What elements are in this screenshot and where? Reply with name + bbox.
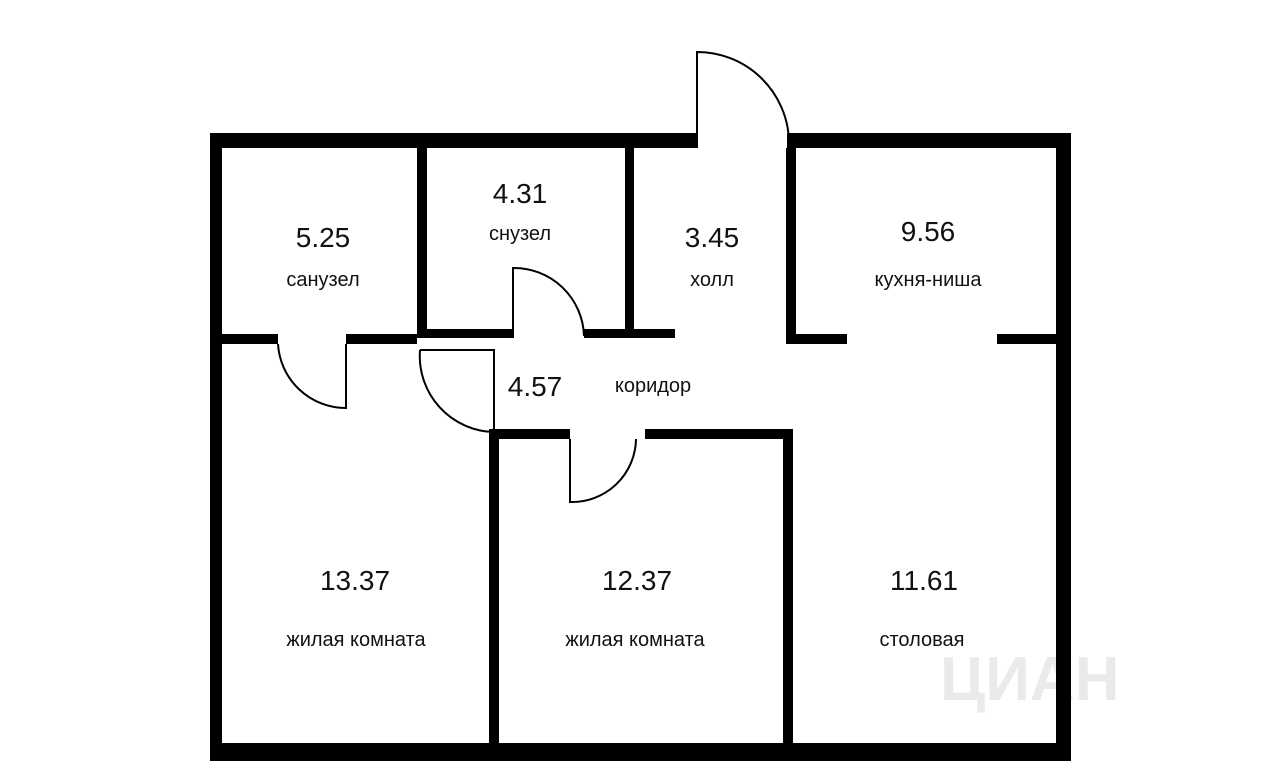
room-name: жилая комната (286, 629, 426, 651)
wall-h-room2-right (645, 429, 791, 439)
wall-room1-room2 (489, 429, 499, 743)
room-name: санузел (286, 269, 359, 291)
room-kitchen: 9.56 кухня-ниша (875, 216, 983, 291)
wall-h-sanuzel-left (222, 334, 278, 344)
wall-h-kitchen-left (786, 334, 847, 344)
room-area: 5.25 (296, 222, 351, 253)
room-area: 12.37 (602, 565, 672, 596)
room-area: 4.57 (508, 371, 563, 402)
room-living-2: 12.37 жилая комната (565, 565, 705, 651)
living-room-2-door (569, 438, 637, 504)
outer-wall-right (1056, 133, 1071, 761)
wall-h-kitchen-right (997, 334, 1056, 344)
room-living-1: 13.37 жилая комната (286, 565, 426, 651)
room-holl: 3.45 холл (685, 222, 740, 291)
room-area: 4.31 (493, 178, 548, 209)
room-name: кухня-ниша (875, 269, 983, 291)
interior-walls (222, 148, 1056, 743)
wall-h-room2-left (489, 429, 570, 439)
wall-sanuzel-snuzel (417, 148, 427, 338)
doors (277, 50, 790, 504)
entrance-door (696, 50, 790, 148)
snuzel-door (512, 266, 585, 338)
wall-snuzel-holl (625, 148, 634, 338)
room-name: столовая (880, 629, 965, 651)
room-name: жилая комната (565, 629, 705, 651)
room-area: 9.56 (901, 216, 956, 247)
outer-wall-left (210, 133, 222, 761)
watermark-logo: ЦИАН (940, 645, 1119, 714)
outer-walls (210, 133, 1071, 761)
room-sanuzel-1: 5.25 санузел (286, 222, 359, 291)
room-name: коридор (615, 375, 691, 397)
room-area: 13.37 (320, 565, 390, 596)
outer-wall-top-right (787, 133, 1071, 148)
outer-wall-bottom (210, 743, 1071, 761)
corridor-left-door (418, 349, 495, 434)
wall-room2-dining (783, 429, 793, 743)
room-dining: 11.61 столовая (880, 565, 965, 651)
wall-h-holl (625, 329, 675, 338)
outer-wall-top-left (210, 133, 697, 148)
room-corridor: 4.57 коридор (508, 371, 691, 402)
wall-h-sanuzel-right (346, 334, 417, 344)
room-snuzel: 4.31 снузел (489, 178, 551, 245)
room-area: 3.45 (685, 222, 740, 253)
wall-h-snuzel-left (417, 329, 513, 338)
room-area: 11.61 (890, 565, 958, 596)
room-name: снузел (489, 223, 551, 245)
wall-holl-kitchen (786, 148, 796, 338)
room-name: холл (690, 269, 734, 291)
sanuzel-door (277, 343, 347, 410)
wall-h-snuzel-right (584, 329, 634, 338)
